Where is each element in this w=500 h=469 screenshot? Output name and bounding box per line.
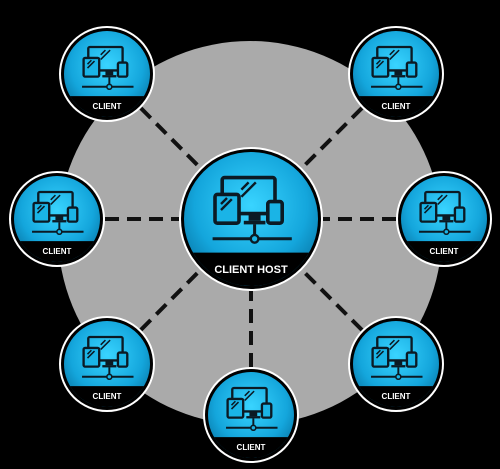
client-host-node: CLIENT HOST [179,147,323,291]
client-node-bottom-center: CLIENT [203,367,299,463]
client-node-middle-left-label-band [20,241,94,263]
client-node-top-right-label: CLIENT [382,102,411,111]
client-node-bottom-left: CLIENT [59,316,155,412]
client-node-top-left-label-band [70,96,144,117]
connector-top-right [300,106,364,170]
client-node-bottom-center-label-band [214,437,288,458]
client-node-middle-left: CLIENT [9,171,105,267]
client-node-top-right: CLIENT [348,26,444,122]
client-host-label-band [193,252,309,287]
client-node-bottom-left-label: CLIENT [93,392,122,401]
client-node-middle-right-label: CLIENT [430,247,459,256]
client-node-top-left-label: CLIENT [93,102,122,111]
connector-bottom-right [300,268,364,332]
client-host: CLIENT HOST [179,147,323,291]
client-node-bottom-right-label: CLIENT [382,392,411,401]
client-nodes: CLIENT CLIENT CLIENT CLIENT CLIENT CLIENT CLIE… [9,26,492,463]
client-node-bottom-left-label-band [70,386,144,407]
client-node-bottom-center-label: CLIENT [237,443,266,452]
client-node-middle-right-label-band [407,241,481,263]
connector-lines [105,106,396,367]
client-node-bottom-right: CLIENT [348,316,444,412]
connector-top-left [139,106,202,170]
client-node-top-left: CLIENT [59,26,155,122]
client-node-middle-left-label: CLIENT [43,247,72,256]
client-node-top-right-label-band [359,96,433,117]
client-host-label: CLIENT HOST [214,264,288,276]
client-node-bottom-right-label-band [359,386,433,408]
client-node-middle-right: CLIENT [396,171,492,267]
connector-bottom-left [139,268,202,332]
